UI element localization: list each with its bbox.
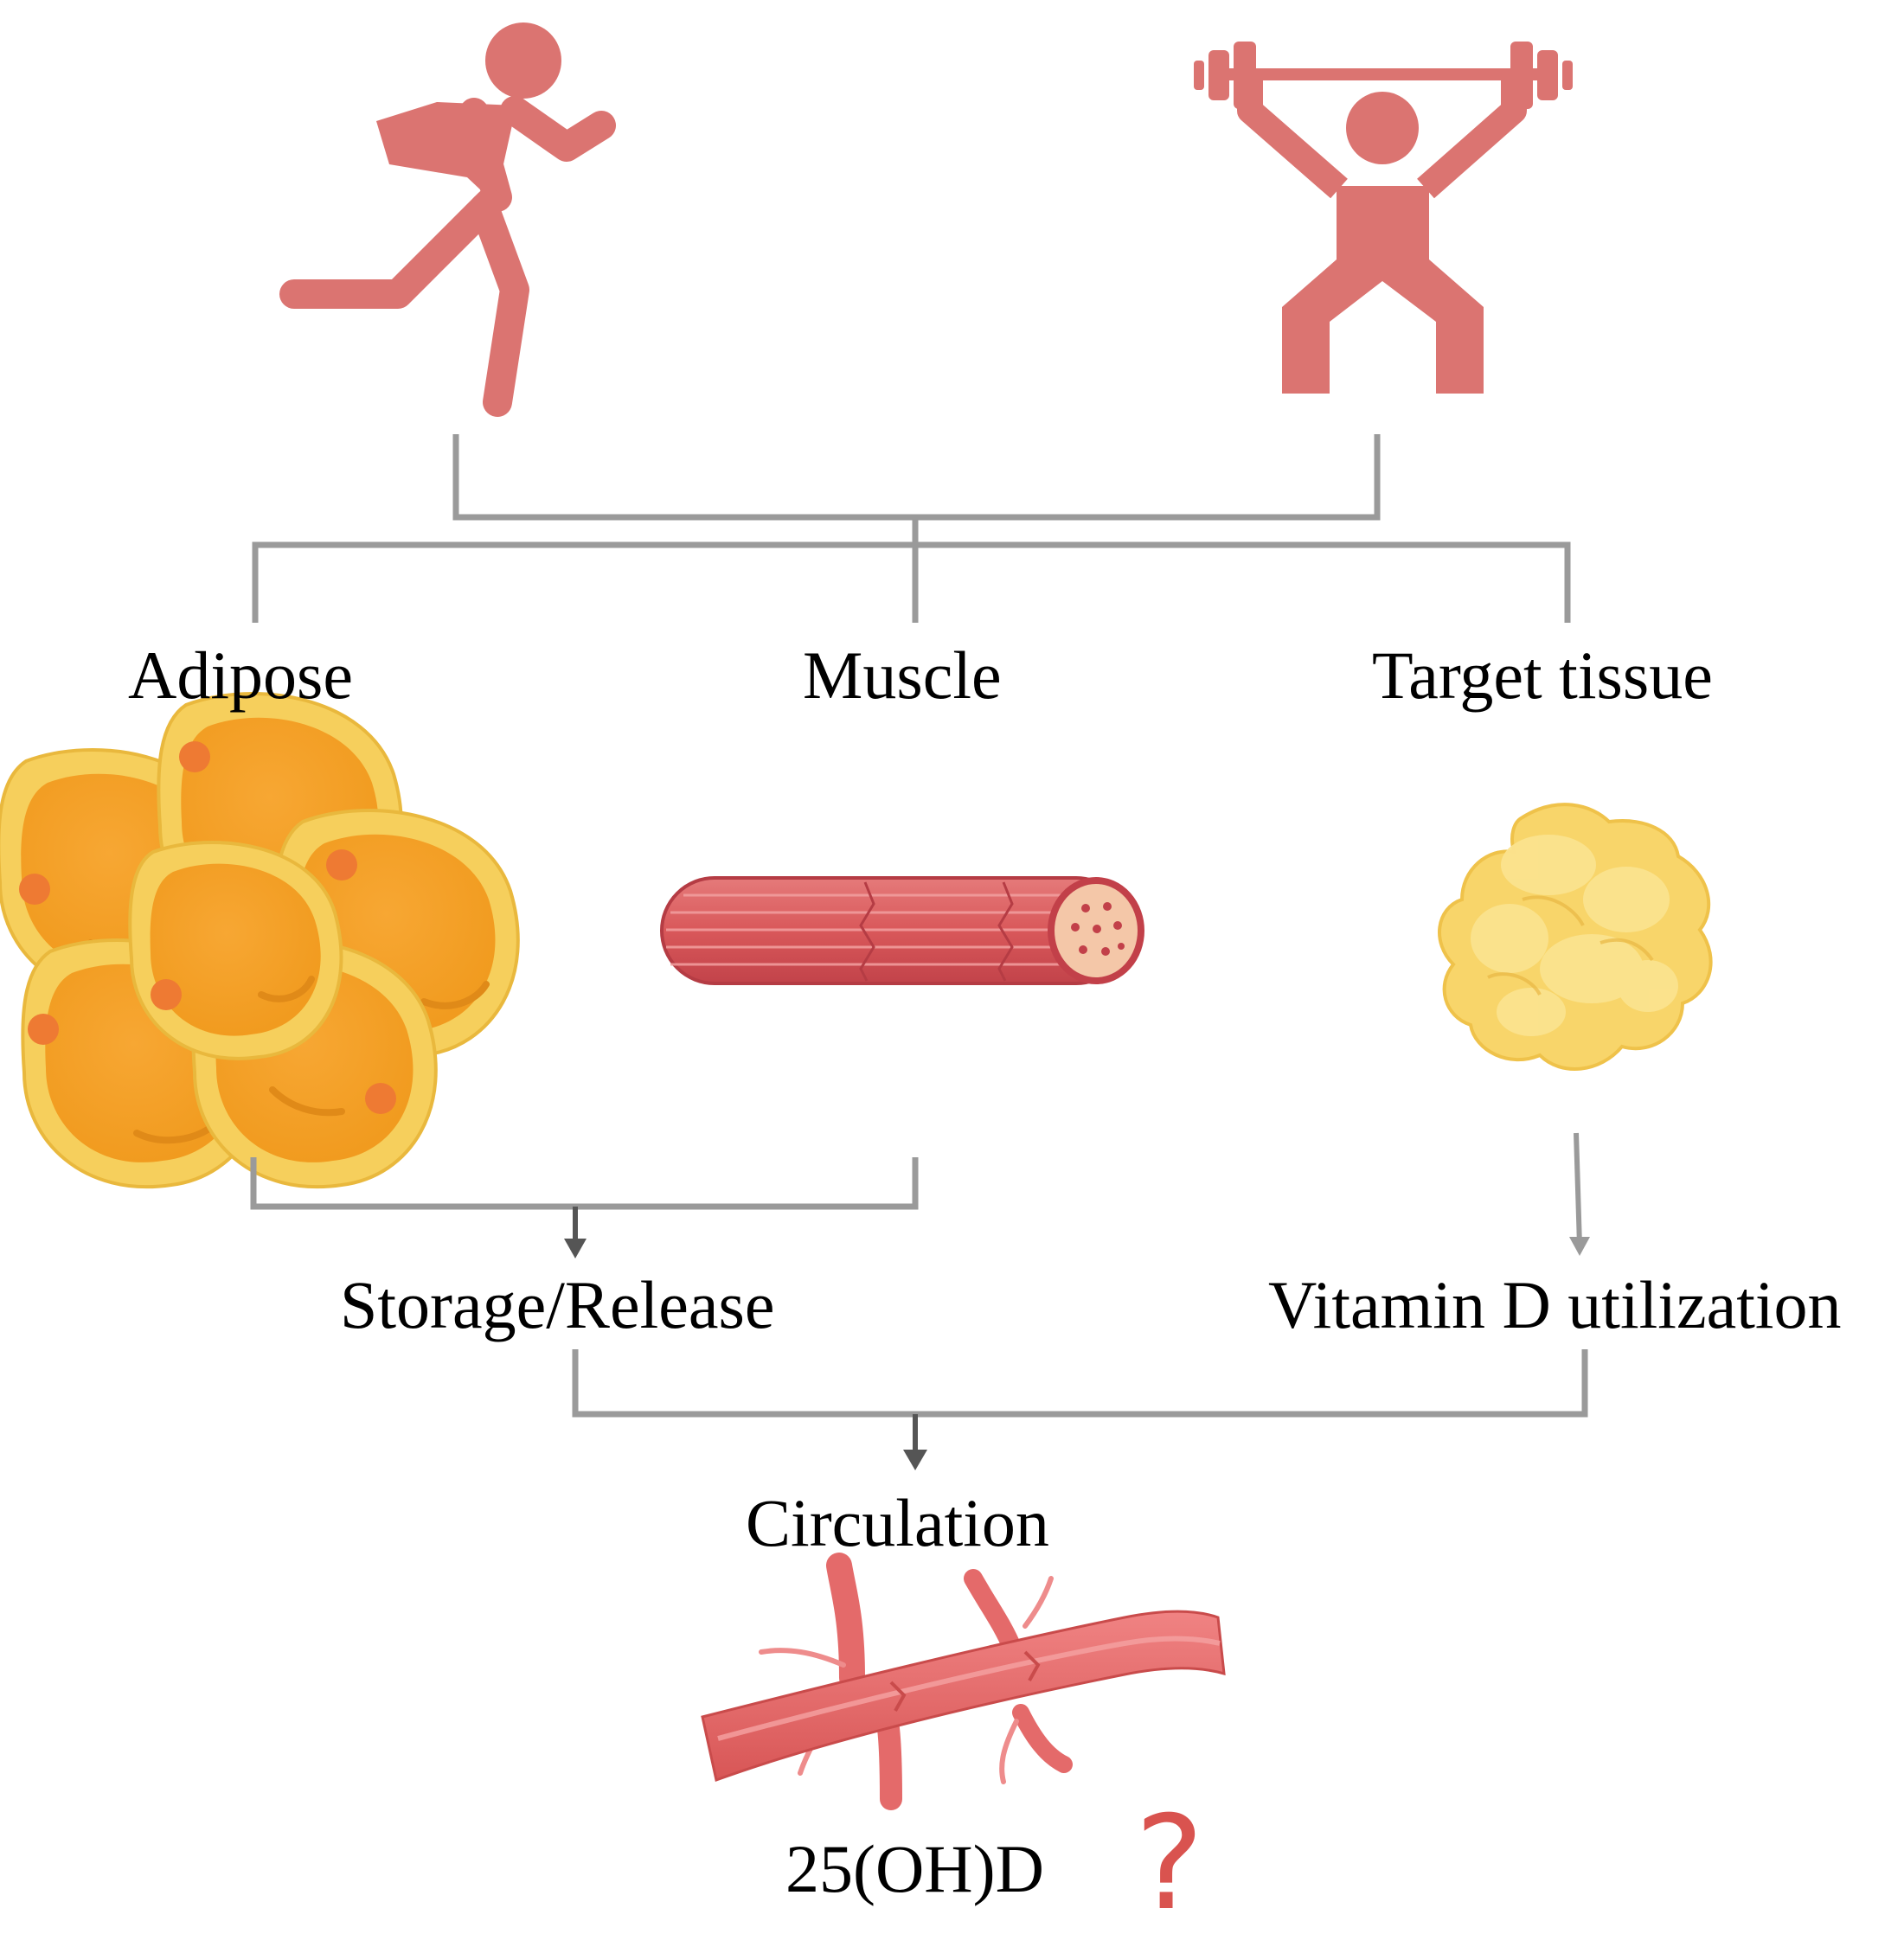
- question-mark-icon: ?: [1135, 1789, 1204, 1939]
- label-adipose: Adipose: [128, 637, 353, 713]
- tissue-to-process-connector: [250, 1157, 919, 1210]
- label-storage-release: Storage/Release: [340, 1267, 775, 1342]
- label-25ohd: 25(OH)D: [785, 1831, 1044, 1906]
- adipocyte-cluster-icon: [0, 692, 520, 1189]
- arrow-head-vitamin-d: [1569, 1237, 1590, 1256]
- label-target-tissue: Target tissue: [1372, 637, 1713, 713]
- process-to-circulation-connector: [572, 1349, 1588, 1418]
- running-person-icon: [279, 22, 616, 417]
- arrow-head-storage: [564, 1239, 587, 1258]
- arrow-head-circulation: [903, 1450, 927, 1470]
- muscle-fiber-icon: [660, 876, 1144, 985]
- label-vitamin-d-utilization: Vitamin D utilization: [1268, 1267, 1842, 1342]
- weightlifter-icon: [1194, 42, 1573, 394]
- blood-vessel-icon: [701, 1553, 1226, 1810]
- label-muscle: Muscle: [803, 637, 1002, 713]
- exercise-to-tissue-connector: [252, 434, 1571, 623]
- arrow-to-vitamin-d: [1574, 1132, 1582, 1246]
- target-tissue-icon: [1438, 803, 1713, 1071]
- label-circulation: Circulation: [746, 1485, 1049, 1560]
